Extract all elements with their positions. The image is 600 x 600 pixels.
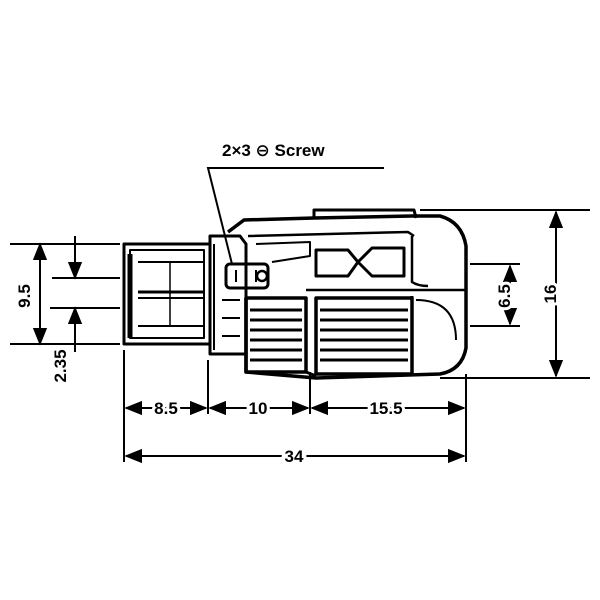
dimension-labels: 2×3 ⊖ Screw 9.5 2.35 8.5 10 15.5 34 6.5 … [15,141,563,469]
collar [208,234,248,356]
knurled-ring [244,296,308,374]
dim-label-8-5: 8.5 [154,399,178,418]
screw-label: 2×3 ⊖ Screw [222,141,325,160]
front-plug [122,242,212,346]
dim-label-6-5: 6.5 [495,284,514,308]
dim-label-16: 16 [541,285,560,304]
screw-boss [224,262,270,290]
connector-body [122,208,468,380]
dim-label-9-5: 9.5 [15,284,34,308]
dim-label-10: 10 [249,399,268,418]
dimension-lines [10,167,590,464]
main-housing [226,208,468,380]
dim-label-2-35: 2.35 [51,349,70,382]
dim-label-34: 34 [285,447,304,466]
dim-label-15-5: 15.5 [369,399,402,418]
